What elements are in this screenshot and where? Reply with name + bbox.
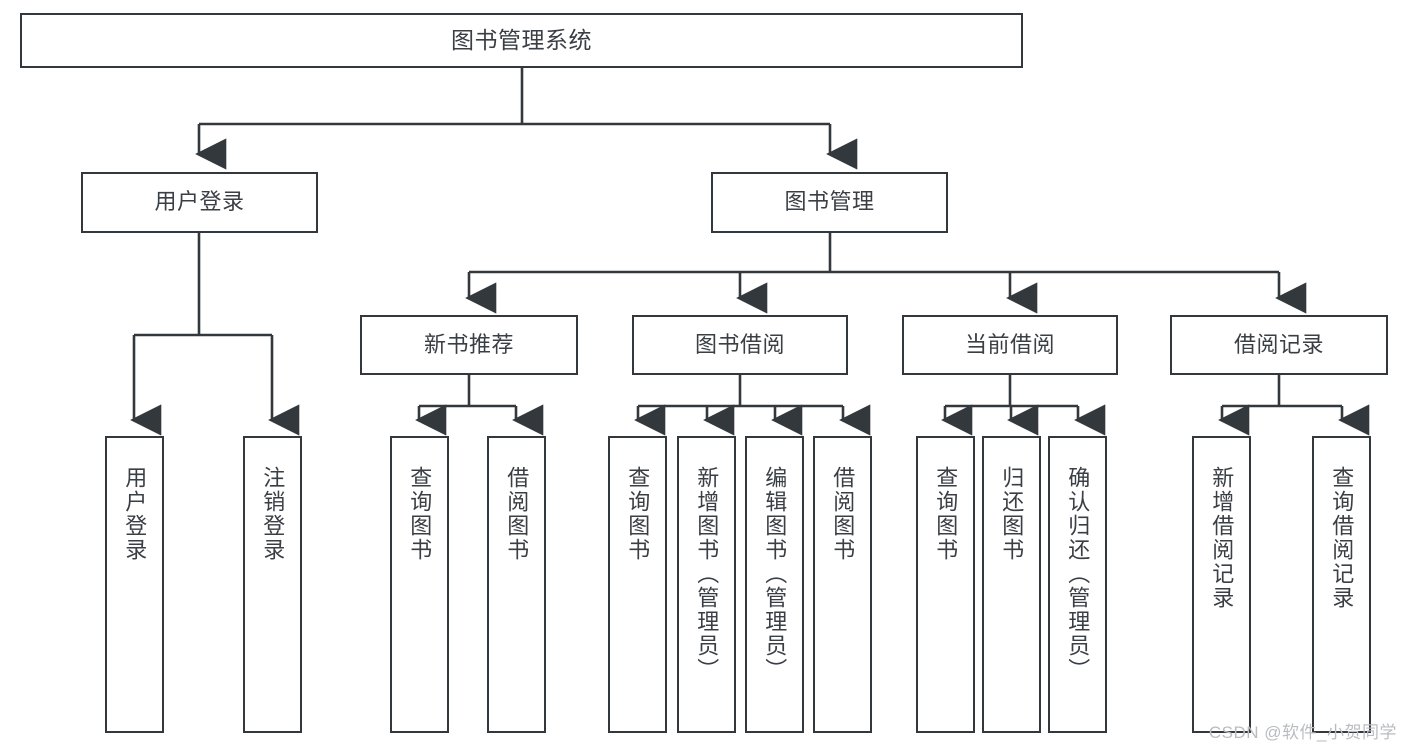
node-borrow-record-label: 借阅记录: [1233, 331, 1324, 357]
leaf-borrow-record-add[interactable]: 新增借阅记录: [1192, 436, 1251, 733]
node-user-login-label: 用户登录: [154, 189, 245, 215]
leaf-book-borrow-query[interactable]: 查询图书: [608, 436, 667, 733]
node-user-login[interactable]: 用户登录: [81, 172, 318, 233]
leaf-new-book-query-label: 查询图书: [407, 466, 433, 562]
leaf-borrow-record-query-label: 查询借阅记录: [1329, 466, 1355, 610]
node-book-management-label: 图书管理: [784, 189, 875, 215]
leaf-user-login-signin-label: 用户登录: [122, 466, 148, 562]
leaf-book-borrow-add-label: 新增图书（管理员）: [694, 466, 720, 682]
node-borrow-record[interactable]: 借阅记录: [1170, 315, 1388, 375]
node-book-borrow[interactable]: 图书借阅: [632, 315, 848, 375]
leaf-book-borrow-edit[interactable]: 编辑图书（管理员）: [745, 436, 804, 733]
leaf-book-borrow-lend[interactable]: 借阅图书: [813, 436, 872, 733]
leaf-book-borrow-lend-label: 借阅图书: [830, 466, 856, 562]
leaf-new-book-borrow[interactable]: 借阅图书: [487, 436, 546, 733]
leaf-user-login-signin[interactable]: 用户登录: [105, 436, 164, 733]
node-book-borrow-label: 图书借阅: [694, 331, 785, 357]
node-new-book-recommend-label: 新书推荐: [423, 331, 514, 357]
node-current-borrow[interactable]: 当前借阅: [902, 315, 1118, 375]
leaf-current-borrow-confirm-label: 确认归还（管理员）: [1065, 466, 1091, 682]
leaf-new-book-query[interactable]: 查询图书: [390, 436, 449, 733]
csdn-watermark: CSDN @软件_小贺同学: [1208, 723, 1397, 742]
node-root-system[interactable]: 图书管理系统: [20, 13, 1023, 68]
leaf-user-login-signout[interactable]: 注销登录: [243, 436, 302, 733]
leaf-current-borrow-return-label: 归还图书: [999, 466, 1025, 562]
leaf-book-borrow-add[interactable]: 新增图书（管理员）: [677, 436, 736, 733]
leaf-book-borrow-query-label: 查询图书: [625, 466, 651, 562]
node-new-book-recommend[interactable]: 新书推荐: [360, 315, 578, 375]
leaf-user-login-signout-label: 注销登录: [260, 466, 286, 562]
leaf-current-borrow-query-label: 查询图书: [933, 466, 959, 562]
leaf-new-book-borrow-label: 借阅图书: [504, 466, 530, 562]
leaf-borrow-record-add-label: 新增借阅记录: [1209, 466, 1235, 610]
node-current-borrow-label: 当前借阅: [964, 331, 1055, 357]
node-book-management[interactable]: 图书管理: [711, 172, 948, 233]
leaf-current-borrow-confirm[interactable]: 确认归还（管理员）: [1048, 436, 1107, 733]
leaf-borrow-record-query[interactable]: 查询借阅记录: [1312, 436, 1371, 733]
node-root-system-label: 图书管理系统: [451, 26, 592, 53]
leaf-book-borrow-edit-label: 编辑图书（管理员）: [762, 466, 788, 682]
leaf-current-borrow-return[interactable]: 归还图书: [982, 436, 1041, 733]
leaf-current-borrow-query[interactable]: 查询图书: [916, 436, 975, 733]
